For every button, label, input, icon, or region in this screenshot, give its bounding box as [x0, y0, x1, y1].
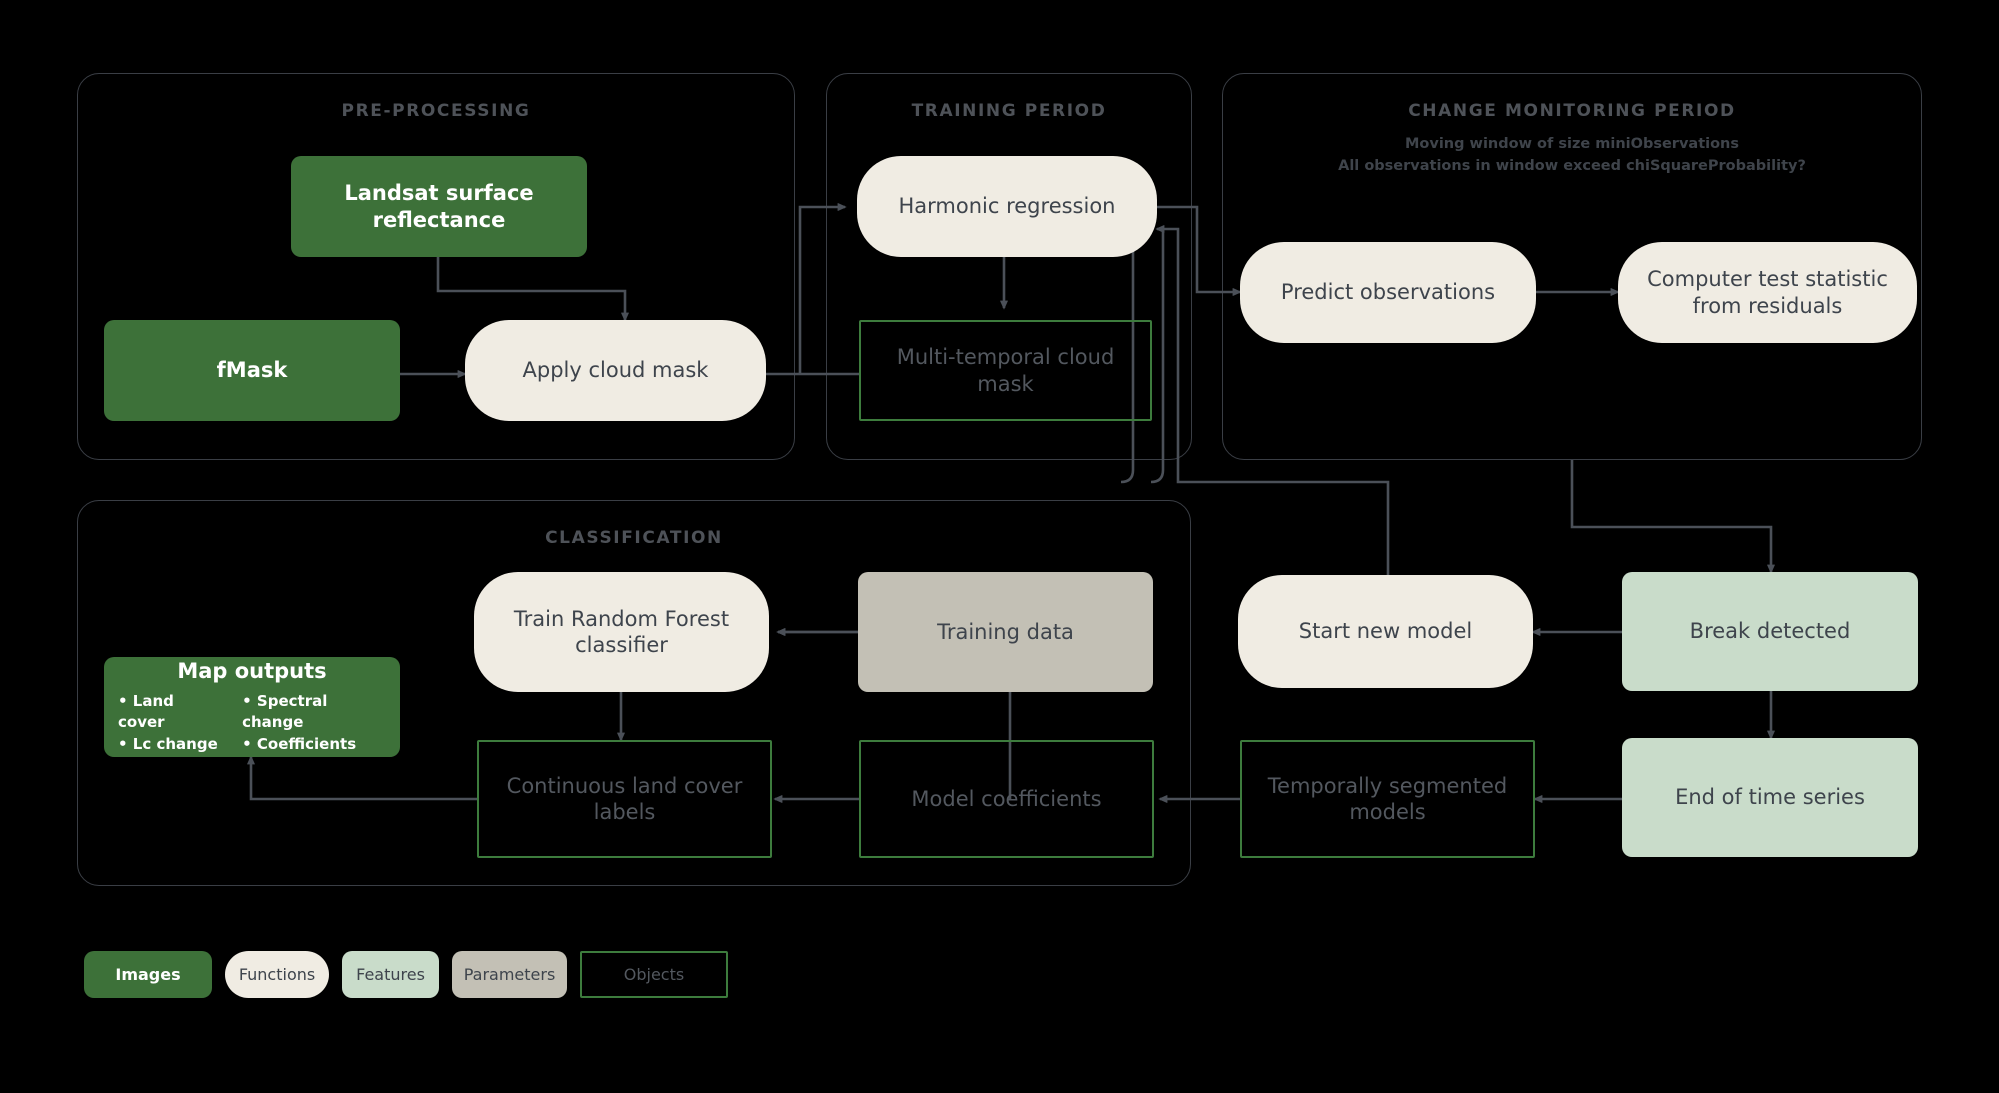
node-map-outputs[interactable]: Map outputs • Land cover • Lc change • S… — [104, 657, 400, 757]
panel-title-classification: CLASSIFICATION — [545, 528, 723, 548]
node-computer-test-statistic[interactable]: Computer test statistic from residuals — [1618, 242, 1917, 343]
map-outputs-item: • Spectral change — [242, 691, 328, 732]
node-predict-observations[interactable]: Predict observations — [1240, 242, 1536, 343]
panel-title-pre-processing: PRE-PROCESSING — [341, 101, 531, 121]
panel-subtitle-change-monitoring-line1: Moving window of size miniObservations — [1404, 136, 1740, 152]
node-train-random-forest-classifier[interactable]: Train Random Forest classifier — [474, 572, 769, 692]
node-temporally-segmented-models[interactable]: Temporally segmented models — [1240, 740, 1535, 858]
panel-title-training-period: TRAINING PERIOD — [911, 101, 1107, 121]
node-harmonic-regression[interactable]: Harmonic regression — [857, 156, 1157, 257]
node-landsat-surface-reflectance[interactable]: Landsat surface reflectance — [291, 156, 587, 257]
legend-item-images[interactable]: Images — [84, 951, 212, 998]
panel-classification: CLASSIFICATION — [77, 500, 1191, 886]
map-outputs-column-left: • Land cover • Lc change — [118, 691, 220, 756]
map-outputs-title: Map outputs — [177, 659, 327, 684]
panel-subtitle-change-monitoring-line2: All observations in window exceed chiSqu… — [1338, 158, 1806, 174]
node-model-coefficients[interactable]: Model coefficients — [859, 740, 1154, 858]
map-outputs-item: • Land cover — [118, 691, 174, 732]
node-break-detected[interactable]: Break detected — [1622, 572, 1918, 691]
node-fmask[interactable]: fMask — [104, 320, 400, 421]
legend-item-features[interactable]: Features — [342, 951, 439, 998]
legend-item-objects[interactable]: Objects — [580, 951, 728, 998]
node-start-new-model[interactable]: Start new model — [1238, 575, 1533, 688]
node-end-of-time-series[interactable]: End of time series — [1622, 738, 1918, 857]
map-outputs-item: • Lc change — [118, 735, 218, 753]
map-outputs-column-right: • Spectral change • Coefficients — [242, 691, 386, 756]
legend-item-parameters[interactable]: Parameters — [452, 951, 567, 998]
panel-change-monitoring: CHANGE MONITORING PERIOD Moving window o… — [1222, 73, 1922, 460]
panel-title-change-monitoring: CHANGE MONITORING PERIOD — [1408, 101, 1736, 121]
legend: Images Functions Features Parameters Obj… — [84, 951, 728, 998]
node-training-data[interactable]: Training data — [858, 572, 1153, 692]
node-multi-temporal-cloud-mask[interactable]: Multi-temporal cloud mask — [859, 320, 1152, 421]
panel-pre-processing: PRE-PROCESSING — [77, 73, 795, 460]
legend-item-functions[interactable]: Functions — [225, 951, 329, 998]
map-outputs-columns: • Land cover • Lc change • Spectral chan… — [118, 691, 386, 756]
node-apply-cloud-mask[interactable]: Apply cloud mask — [465, 320, 766, 421]
node-continuous-land-cover-labels[interactable]: Continuous land cover labels — [477, 740, 772, 858]
map-outputs-item: • Coefficients — [242, 735, 357, 753]
